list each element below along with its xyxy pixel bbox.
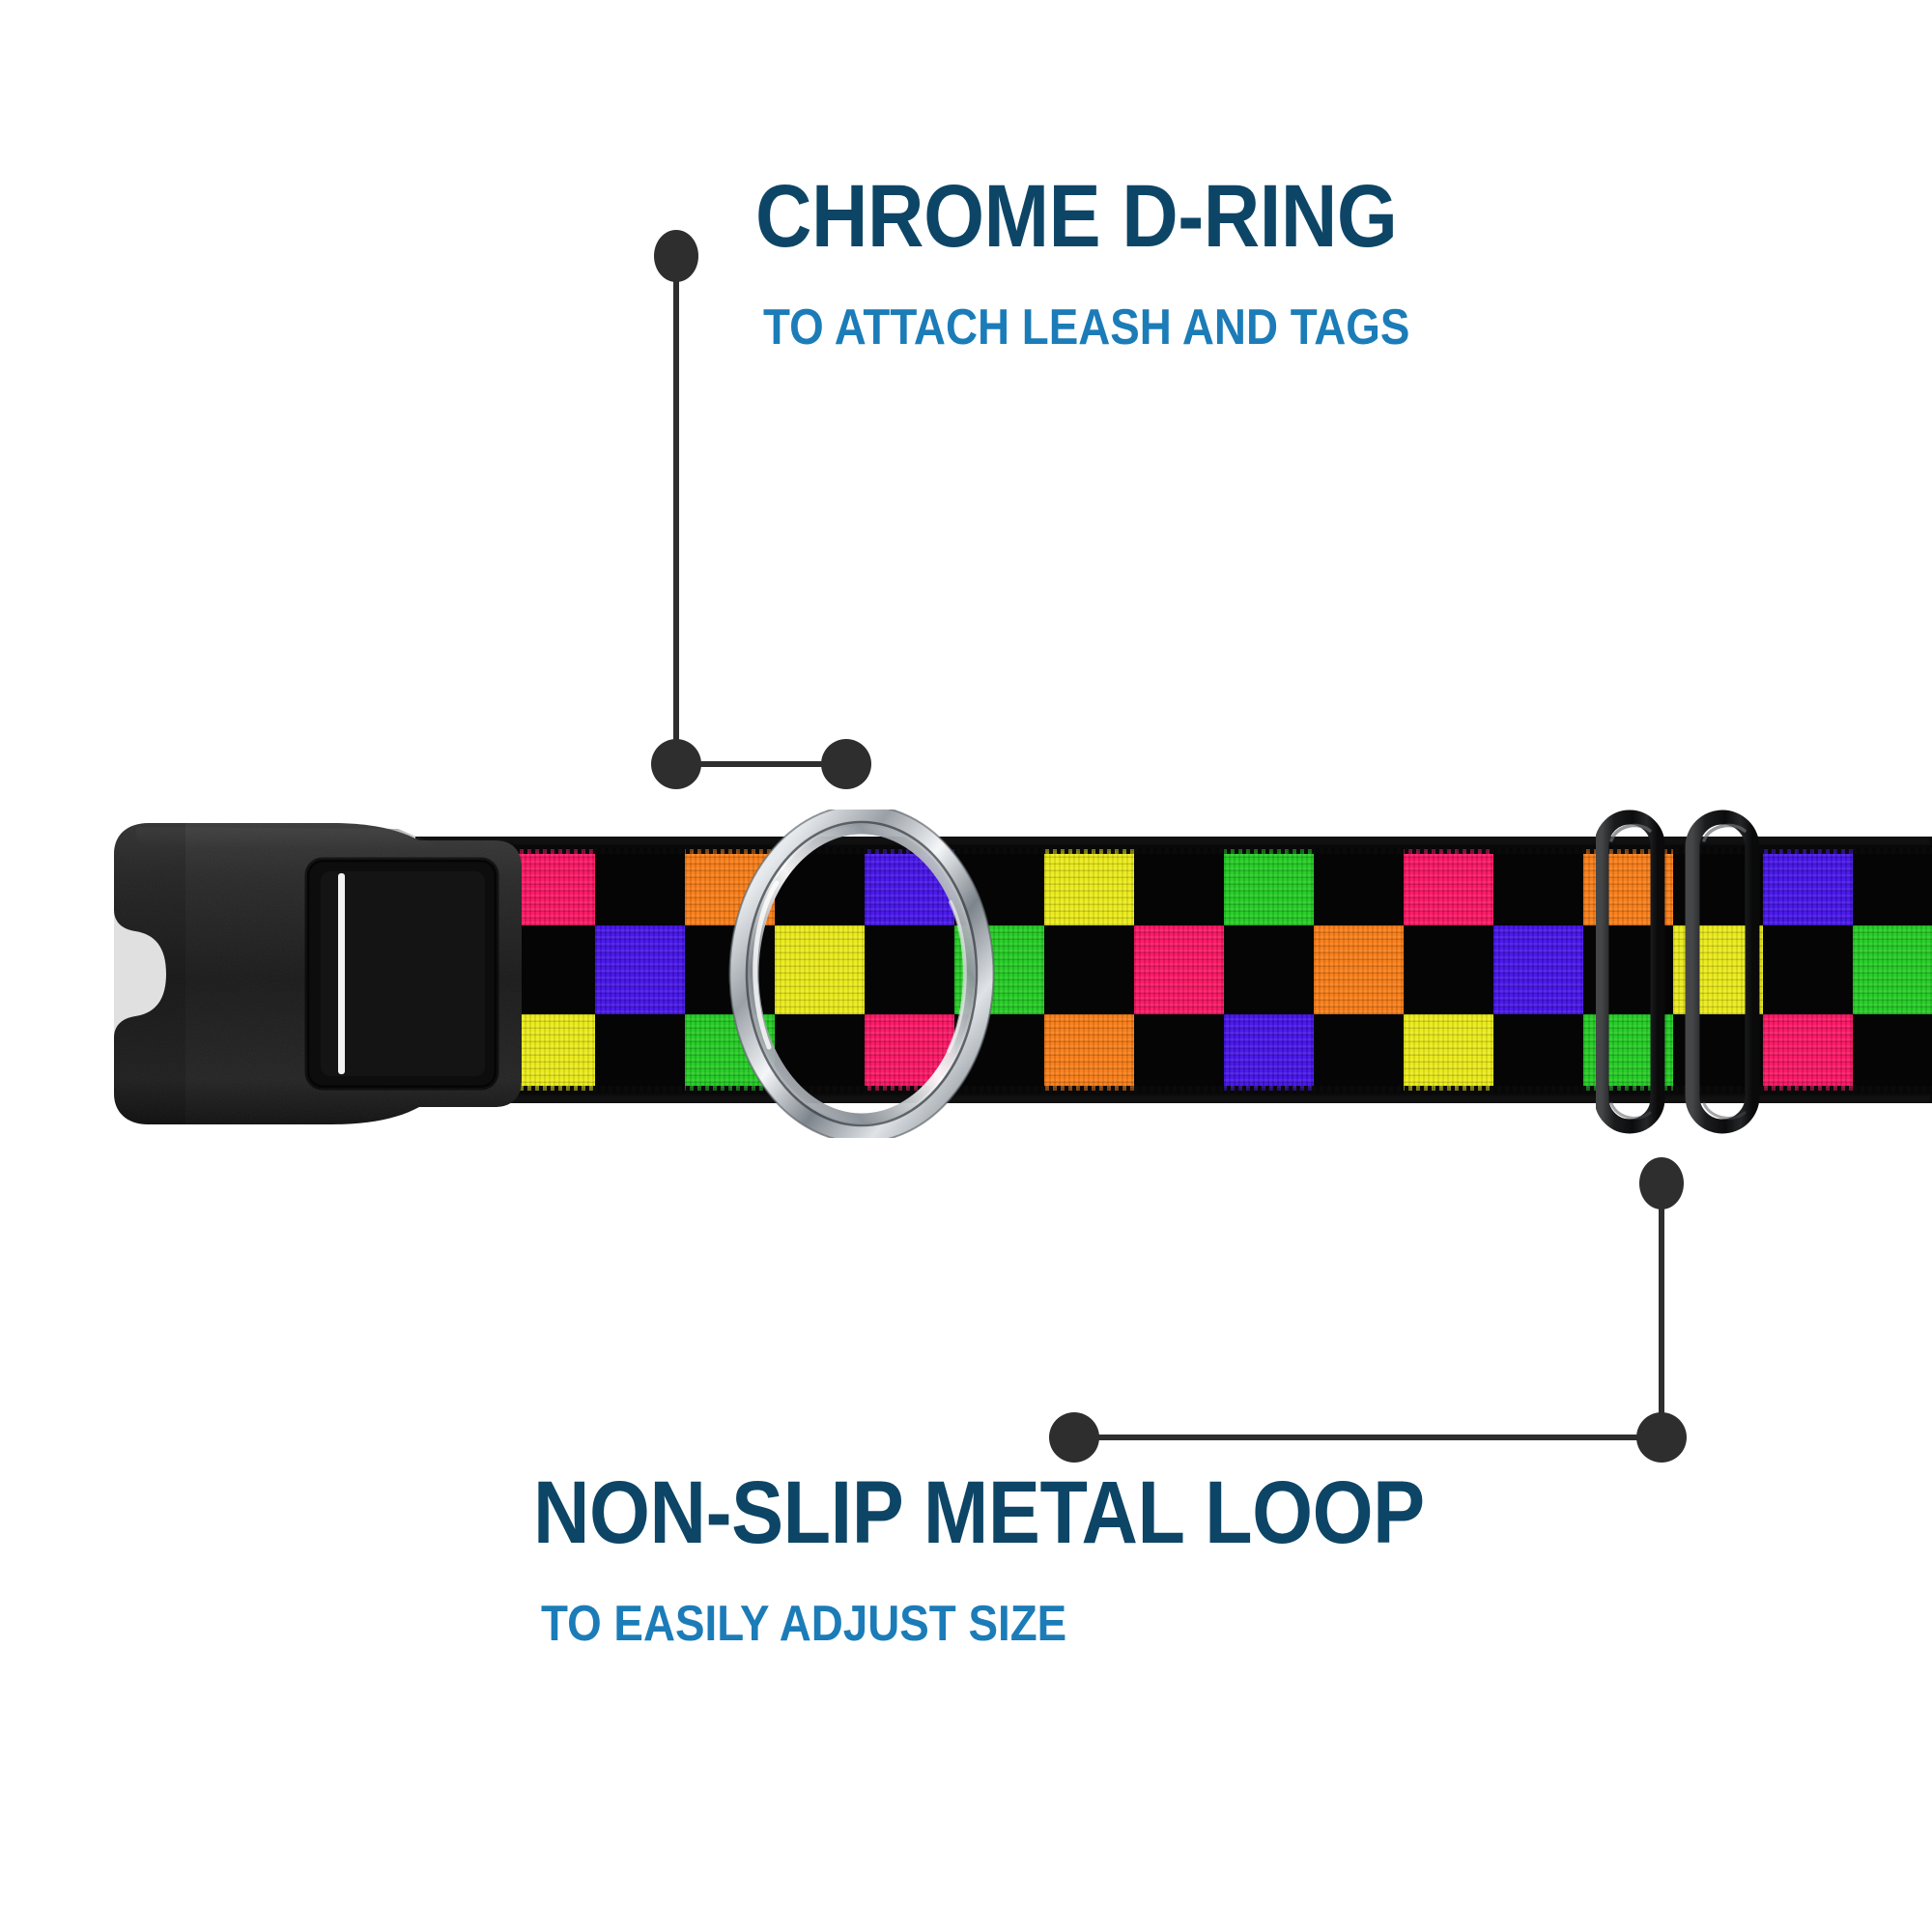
non-slip-metal-loop <box>1596 808 1762 1136</box>
webbing-cell-green <box>1853 925 1932 1014</box>
buckle-slot-gap <box>338 873 345 1074</box>
webbing-cell-black <box>595 1014 685 1103</box>
callout-bottom-horizontal-line <box>1097 1435 1662 1440</box>
webbing-cell-black <box>1763 925 1853 1014</box>
webbing-cell-green <box>1224 837 1314 925</box>
d-ring-highlight-left <box>753 880 780 1050</box>
callout-top-dot-target <box>821 739 871 789</box>
callout-title-non-slip-metal-loop: NON-SLIP METAL LOOP <box>533 1463 1425 1562</box>
d-ring-outer-band <box>729 810 994 1138</box>
callout-top-horizontal-line <box>676 761 848 767</box>
webbing-cell-black <box>1493 837 1583 925</box>
chrome-d-ring <box>726 810 997 1138</box>
webbing-cell-yellow <box>1044 837 1134 925</box>
callout-bottom-vertical-line <box>1659 1202 1664 1439</box>
callout-subtitle-chrome-d-ring: TO ATTACH LEASH AND TAGS <box>763 299 1410 355</box>
buckle-highlight <box>135 827 446 848</box>
webbing-cell-black <box>865 925 954 1014</box>
webbing-cell-black <box>1224 925 1314 1014</box>
metal-loop-left-bar <box>1596 810 1665 1134</box>
webbing-cell-black <box>1404 925 1493 1014</box>
callout-subtitle-non-slip-metal-loop: TO EASILY ADJUST SIZE <box>541 1596 1067 1652</box>
webbing-cell-black <box>1493 1014 1583 1103</box>
d-ring-inner-band <box>748 823 976 1124</box>
webbing-cell-blue <box>1224 1014 1314 1103</box>
collar-webbing-strap <box>415 837 1932 1103</box>
webbing-cell-yellow <box>775 925 865 1014</box>
callout-bottom-dot-upper <box>1639 1157 1684 1209</box>
webbing-cell-orange <box>1314 925 1404 1014</box>
webbing-cell-black <box>1853 1014 1932 1103</box>
webbing-cell-pink <box>1763 1014 1853 1103</box>
webbing-cell-black <box>1314 1014 1404 1103</box>
callout-title-chrome-d-ring: CHROME D-RING <box>755 167 1398 266</box>
webbing-cell-blue <box>1493 925 1583 1014</box>
webbing-cell-black <box>1044 925 1134 1014</box>
metal-loop-right-bar <box>1685 810 1760 1134</box>
webbing-cell-black <box>1134 1014 1224 1103</box>
webbing-cell-black <box>1134 837 1224 925</box>
callout-top-vertical-line <box>673 273 679 764</box>
webbing-cell-yellow <box>1404 1014 1493 1103</box>
webbing-cell-black <box>595 837 685 925</box>
webbing-cell-pink <box>1134 925 1224 1014</box>
webbing-cell-blue <box>595 925 685 1014</box>
buckle-left-shading <box>114 823 185 1124</box>
webbing-cell-black <box>1314 837 1404 925</box>
callout-bottom-dot-target <box>1049 1412 1099 1463</box>
side-release-buckle <box>79 794 526 1153</box>
webbing-cell-pink <box>1404 837 1493 925</box>
d-ring-highlight-right <box>947 900 967 1053</box>
webbing-cell-orange <box>1044 1014 1134 1103</box>
webbing-cell-blue <box>1763 837 1853 925</box>
webbing-cell-black <box>1853 837 1932 925</box>
